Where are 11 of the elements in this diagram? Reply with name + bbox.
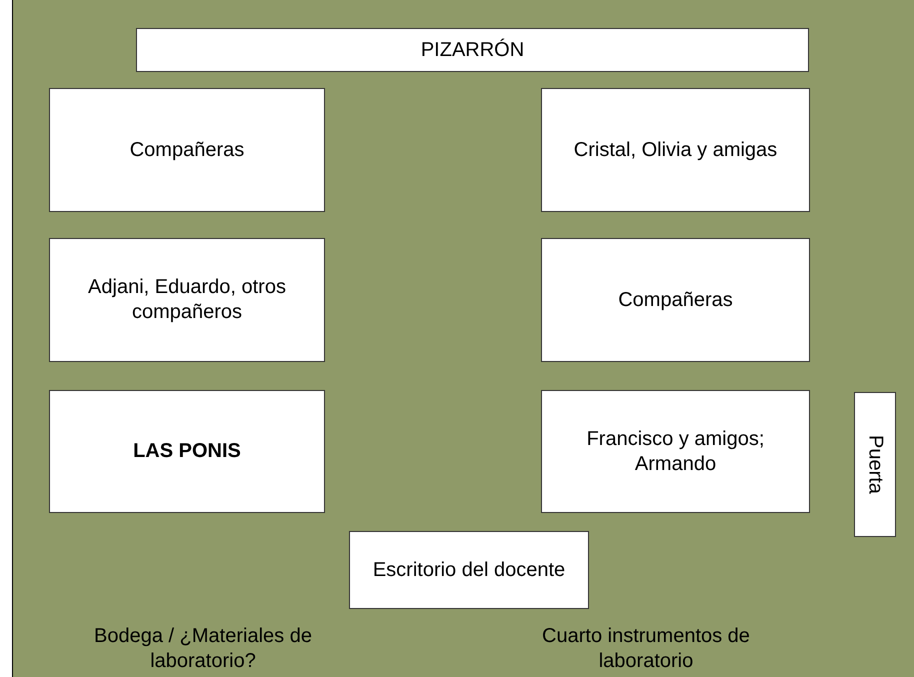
seating-group-box: Compañeras (49, 88, 325, 212)
room-label: Cuarto instrumentos de laboratorio (541, 624, 751, 674)
seating-group-box: Francisco y amigos; Armando (541, 390, 810, 513)
seating-group-box: Adjani, Eduardo, otros compañeros (49, 238, 325, 362)
seating-group-box: Compañeras (541, 238, 810, 362)
board-box: PIZARRÓN (136, 28, 809, 72)
room-label: Bodega / ¿Materiales de laboratorio? (93, 624, 313, 674)
desk-box: Escritorio del docente (349, 531, 589, 609)
seating-group-box: LAS PONIS (49, 390, 325, 513)
seating-group-box: Cristal, Olivia y amigas (541, 88, 810, 212)
door-box: Puerta (854, 392, 896, 537)
